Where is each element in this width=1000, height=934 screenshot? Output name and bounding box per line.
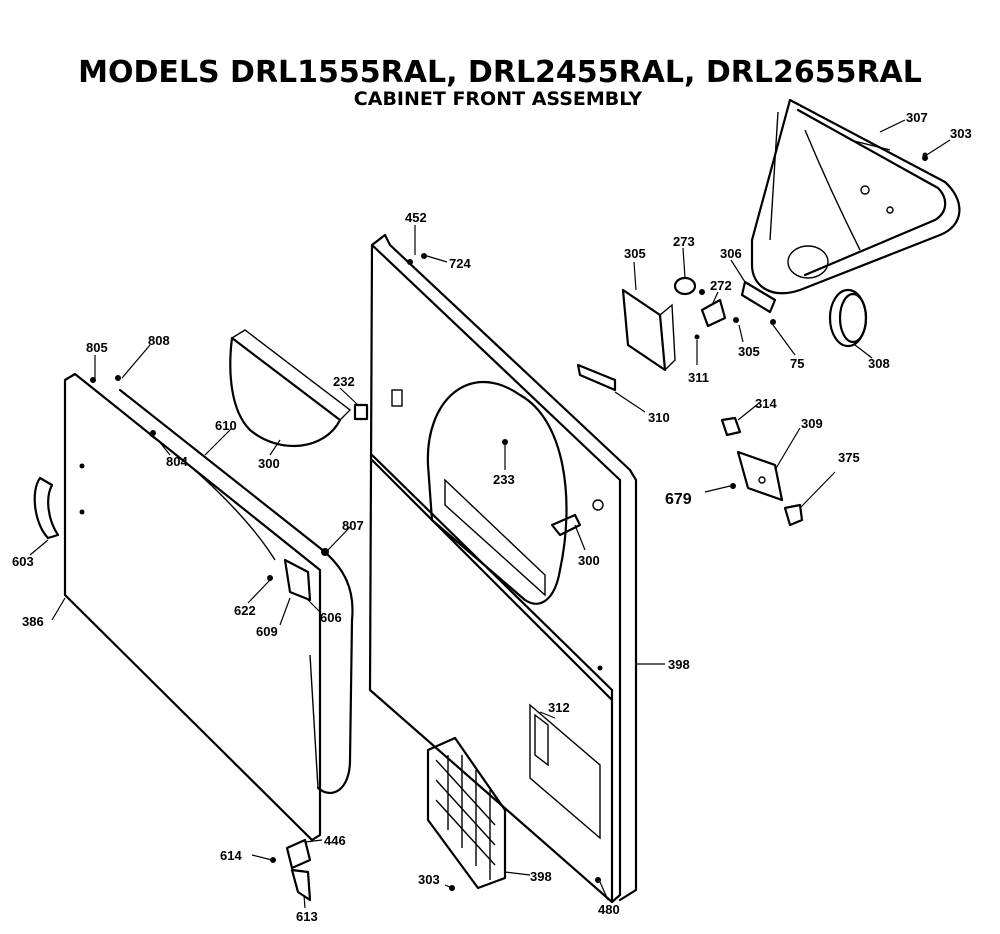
label-606: 606: [320, 610, 342, 625]
label-609: 609: [256, 624, 278, 639]
label-480: 480: [598, 902, 620, 917]
label-303-top: 303: [950, 126, 972, 141]
label-807: 807: [342, 518, 364, 533]
clip-232: [353, 403, 369, 421]
label-804: 804: [166, 454, 188, 469]
door-seal-ring: [828, 288, 868, 348]
latch-309: [736, 450, 784, 502]
label-614: 614: [220, 848, 242, 863]
label-724: 724: [449, 256, 471, 271]
latch-613: [285, 838, 312, 902]
label-311: 311: [688, 370, 709, 385]
label-452: 452: [405, 210, 427, 225]
label-310: 310: [648, 410, 670, 425]
label-75: 75: [790, 356, 804, 371]
bracket-306: [740, 280, 777, 314]
label-805: 805: [86, 340, 108, 355]
lint-grille-389: [426, 736, 507, 890]
label-679: 679: [665, 491, 692, 508]
label-272: 272: [710, 278, 732, 293]
label-622: 622: [234, 603, 256, 618]
label-446: 446: [324, 833, 346, 848]
label-314: 314: [755, 396, 777, 411]
cabinet-front-panel: [368, 233, 638, 904]
label-273: 273: [673, 234, 695, 249]
hinge-bracket-305: [621, 288, 676, 372]
label-312: 312: [548, 700, 570, 715]
label-375: 375: [838, 450, 860, 465]
diagram-subtitle: CABINET FRONT ASSEMBLY: [354, 88, 643, 110]
label-613: 613: [296, 909, 318, 924]
label-305-mid: 305: [738, 344, 760, 359]
door-outer-panel: [63, 372, 354, 842]
label-610: 610: [215, 418, 237, 433]
strip-310: [576, 363, 617, 392]
label-398-bottom: 398: [530, 869, 552, 884]
clip-314: [720, 416, 742, 437]
label-306: 306: [720, 246, 742, 261]
door-handle-603: [33, 476, 60, 540]
switch-273: [673, 276, 705, 296]
diagram-title: MODELS DRL1555RAL, DRL2455RAL, DRL2655RA…: [78, 55, 922, 90]
screws: [90, 155, 928, 891]
label-300-right: 300: [578, 553, 600, 568]
part-labels: 307 303 452 724 305 273 306 272 305 75 3…: [12, 110, 972, 924]
label-307: 307: [906, 110, 928, 125]
label-303-bottom: 303: [418, 872, 440, 887]
label-603: 603: [12, 554, 34, 569]
leader-lines: [29, 119, 951, 909]
label-386: 386: [22, 614, 44, 629]
label-232: 232: [333, 374, 355, 389]
label-300-left: 300: [258, 456, 280, 471]
button-375: [783, 503, 804, 527]
lint-filter-housing-300: [229, 329, 352, 448]
label-308: 308: [868, 356, 890, 371]
label-398-right: 398: [668, 657, 690, 672]
switch-272: [700, 298, 727, 328]
drum-front-bulkhead: [750, 98, 961, 295]
label-305-top: 305: [624, 246, 646, 261]
label-309: 309: [801, 416, 823, 431]
label-233: 233: [493, 472, 515, 487]
hinge-609: [283, 558, 312, 602]
label-808: 808: [148, 333, 170, 348]
